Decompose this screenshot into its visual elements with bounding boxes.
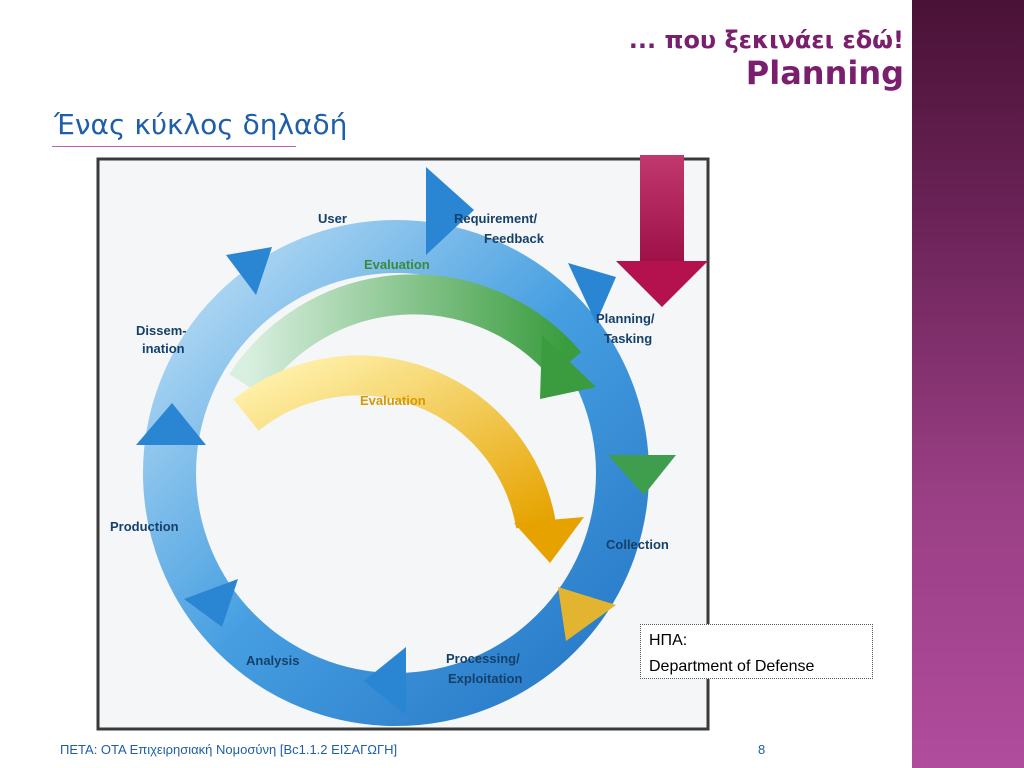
stage-collection: Collection	[606, 537, 669, 552]
cycle-diagram: User Requirement/ Feedback Planning/ Tas…	[96, 55, 710, 731]
arrowhead-processing	[364, 647, 406, 715]
info-box-line-1: ΗΠΑ:	[649, 632, 688, 649]
pointer-arrow-head	[616, 261, 708, 307]
stage-analysis: Analysis	[246, 653, 299, 668]
green-arc-arrowhead	[540, 335, 596, 399]
title-underline	[52, 146, 296, 147]
pointer-arrow-shaft	[640, 55, 684, 267]
source-info-box: ΗΠΑ: Department of Defense	[640, 624, 873, 679]
stage-planning-2: Tasking	[604, 331, 652, 346]
stage-processing-2: Exploitation	[448, 671, 522, 686]
slide-title: Ένας κύκλος δηλαδή	[54, 108, 348, 141]
footer-text: ΠΕΤΑ: ΟΤΑ Επιχειρησιακή Νομοσύνη [Βc1.1.…	[60, 742, 398, 757]
arrowhead-user	[426, 167, 474, 255]
arrowhead-dissemination	[226, 247, 272, 295]
stage-production: Production	[110, 519, 179, 534]
page-number: 8	[758, 742, 766, 757]
yellow-arc-arrowhead	[514, 517, 584, 563]
evaluation-green-label: Evaluation	[364, 257, 430, 272]
stage-processing-1: Processing/	[446, 651, 520, 666]
stage-dissemination-2: ination	[142, 341, 185, 356]
top-note: ... που ξεκινάει εδώ! Planning	[629, 26, 904, 92]
note-line-1: ... που ξεκινάει εδώ!	[628, 26, 904, 54]
arrowhead-analysis	[184, 579, 238, 627]
stage-planning-1: Planning/	[596, 311, 655, 326]
arrowhead-requirement	[568, 263, 616, 323]
stage-dissemination-1: Dissem-	[136, 323, 187, 338]
decorative-side-band	[912, 0, 1024, 768]
intelligence-cycle-figure: User Requirement/ Feedback Planning/ Tas…	[96, 55, 712, 733]
stage-user: User	[318, 211, 347, 226]
arrowhead-planning	[608, 455, 676, 495]
note-line-2: Planning	[745, 54, 904, 92]
yellow-evaluation-arc	[233, 355, 556, 529]
green-evaluation-arc	[229, 274, 582, 397]
evaluation-yellow-label: Evaluation	[360, 393, 426, 408]
arrowhead-production	[136, 403, 206, 445]
stage-requirement-2: Feedback	[484, 231, 545, 246]
stage-requirement-1: Requirement/	[454, 211, 537, 226]
info-box-line-2: Department of Defense	[649, 658, 815, 675]
arrowhead-collection	[558, 587, 616, 641]
